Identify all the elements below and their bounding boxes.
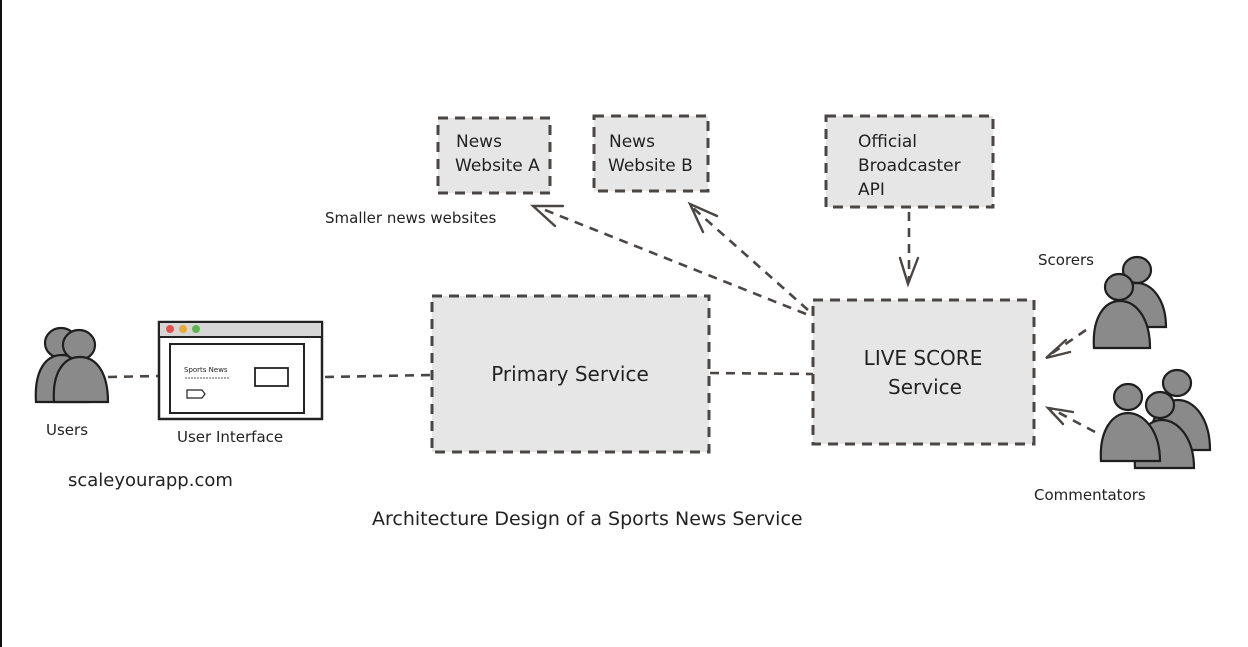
scorers-label: Scorers (1038, 251, 1094, 269)
users-label: Users (46, 421, 88, 439)
edge-ui-primary (324, 373, 433, 379)
live-score-label-1: LIVE SCORE (864, 346, 983, 370)
broadcaster-label-1: Official (858, 132, 917, 152)
edge-livescore-website-a (529, 204, 807, 316)
primary-service-node: Primary Service (430, 294, 711, 454)
users-icon (34, 326, 110, 404)
primary-service-label: Primary Service (491, 362, 649, 386)
official-broadcaster-api-node: Official Broadcaster API (824, 114, 995, 209)
news-website-a-label-1: News (456, 132, 502, 152)
user-interface-window: Sports News (157, 320, 324, 421)
smaller-news-websites-label: Smaller news websites (325, 209, 497, 227)
news-website-a-label-2: Website A (455, 156, 540, 176)
edge-scorers-livescore (1045, 328, 1087, 360)
broadcaster-label-3: API (858, 180, 885, 200)
live-score-label-2: Service (888, 375, 962, 399)
mock-button (186, 389, 206, 399)
news-website-b-node: News Website B (592, 114, 710, 193)
window-close-dot (166, 325, 174, 333)
scorers-icon (1092, 255, 1168, 350)
live-score-service-node: LIVE SCORE Service (811, 298, 1036, 446)
left-edge-border (0, 0, 2, 647)
window-minimize-dot (179, 325, 187, 333)
edge-primary-livescore (709, 371, 814, 376)
edge-commentators-livescore (1044, 406, 1096, 434)
broadcaster-label-2: Broadcaster (858, 156, 961, 176)
commentators-icon (1099, 368, 1212, 470)
news-website-a-node: News Website A (436, 116, 552, 195)
commentators-label: Commentators (1034, 486, 1146, 504)
user-interface-label: User Interface (177, 428, 283, 446)
news-website-b-label-2: Website B (608, 156, 693, 176)
diagram-title: Architecture Design of a Sports News Ser… (372, 508, 803, 530)
news-website-b-label-1: News (609, 132, 655, 152)
edge-broadcaster-livescore (898, 212, 920, 288)
mock-image-placeholder (254, 367, 289, 387)
mock-page-title: Sports News (184, 366, 228, 374)
edge-livescore-website-b (687, 201, 809, 311)
edge-users-ui (107, 374, 159, 379)
watermark-label: scaleyourapp.com (68, 470, 233, 491)
window-maximize-dot (192, 325, 200, 333)
